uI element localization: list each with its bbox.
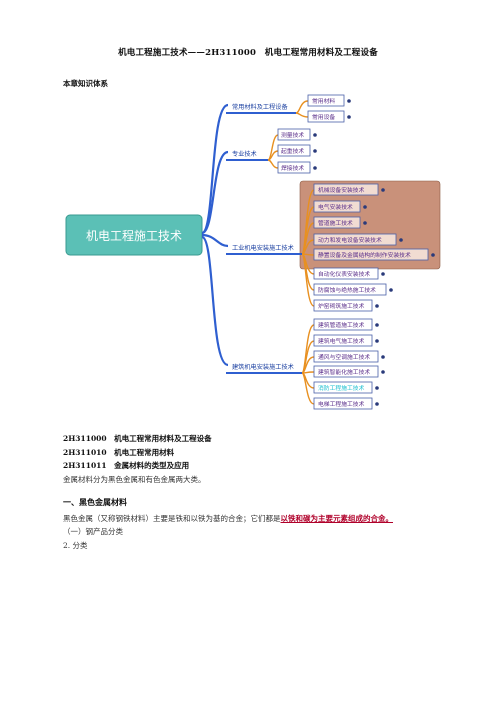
svg-text:电梯工程施工技术: 电梯工程施工技术 — [318, 400, 365, 408]
knowledge-system-label: 本章知识体系 — [63, 79, 108, 88]
child-connectors — [267, 100, 315, 405]
root-connectors — [200, 103, 229, 367]
branch-label-materials: 常用材料及工程设备 — [232, 103, 288, 111]
expand-dot-icon — [313, 166, 317, 170]
intro-text: 金属材料分为黑色金属和有色金属两大类。 — [63, 474, 206, 484]
expand-dot-icon — [363, 205, 367, 209]
child-node-materials: 常用材料 常用设备 — [307, 94, 345, 123]
expand-dot-icon — [381, 272, 385, 276]
heading-2h311011: 2H311011 金属材料的类型及应用 — [63, 461, 190, 470]
expand-dot-icon — [381, 355, 385, 359]
child-node-professional: 测量技术 起重技术 焊接技术 — [277, 128, 311, 174]
svg-text:防腐蚀与绝热施工技术: 防腐蚀与绝热施工技术 — [318, 286, 376, 294]
expand-dot-icon — [381, 188, 385, 192]
child-node-building: 建筑管道施工技术 建筑电气施工技术 通风与空调施工技术 建筑智能化施工技术 消防… — [313, 318, 379, 410]
expand-dot-icon — [389, 288, 393, 292]
ferrous-paragraph-text: 黑色金属（又称钢铁材料）主要是铁和以铁为基的合金；它们都是 — [63, 514, 281, 523]
expand-dot-icon — [347, 115, 351, 119]
expand-dot-icons — [313, 99, 435, 406]
expand-dot-icon — [399, 238, 403, 242]
ferrous-paragraph-highlight: 以铁和碳为主要元素组成的合金。 — [280, 514, 394, 523]
svg-text:建筑智能化施工技术: 建筑智能化施工技术 — [318, 368, 370, 376]
svg-text:管道施工技术: 管道施工技术 — [318, 219, 353, 227]
svg-text:动力和发电设备安装技术: 动力和发电设备安装技术 — [318, 236, 382, 244]
ferrous-paragraph: 黑色金属（又称钢铁材料）主要是铁和以铁为基的合金；它们都是以铁和碳为主要元素组成… — [63, 512, 463, 525]
expand-dot-icon — [375, 339, 379, 343]
svg-text:静置设备及金属结构的制作安装技术: 静置设备及金属结构的制作安装技术 — [318, 251, 411, 259]
expand-dot-icon — [375, 304, 379, 308]
branch-label-industrial: 工业机电安装施工技术 — [232, 244, 294, 252]
svg-text:建筑电气施工技术: 建筑电气施工技术 — [318, 337, 365, 345]
svg-text:自动化仪表安装技术: 自动化仪表安装技术 — [318, 270, 370, 278]
expand-dot-icon — [431, 253, 435, 257]
svg-text:建筑管道施工技术: 建筑管道施工技术 — [318, 321, 365, 329]
expand-dot-icon — [313, 133, 317, 137]
svg-text:焊接技术: 焊接技术 — [281, 164, 304, 172]
branch-label-professional: 专业技术 — [232, 150, 257, 158]
svg-text:起重技术: 起重技术 — [281, 147, 304, 155]
expand-dot-icon — [375, 402, 379, 406]
svg-text:测量技术: 测量技术 — [281, 131, 304, 139]
section-ferrous-metals: 一、黑色金属材料 — [63, 497, 127, 507]
svg-text:常用设备: 常用设备 — [312, 113, 335, 121]
svg-text:机械设备安装技术: 机械设备安装技术 — [318, 186, 365, 194]
subsection-steel-classification: （一）钢产品分类 — [63, 527, 123, 536]
subsection-classification: 2. 分类 — [63, 541, 88, 550]
expand-dot-icon — [375, 386, 379, 390]
svg-text:通风与空调施工技术: 通风与空调施工技术 — [318, 353, 370, 361]
expand-dot-icon — [375, 323, 379, 327]
branch-label-building: 建筑机电安装施工技术 — [232, 363, 294, 371]
root-label: 机电工程施工技术 — [86, 228, 182, 243]
document-title: 机电工程施工技术——2H311000 机电工程常用材料及工程设备 — [118, 48, 378, 58]
expand-dot-icon — [313, 149, 317, 153]
mindmap-diagram: 机电工程施工技术 常用材料及工程设备 专业技术 工业机电安装施工技术 建筑机电安… — [65, 94, 441, 410]
expand-dot-icon — [347, 99, 351, 103]
svg-text:电气安装技术: 电气安装技术 — [318, 203, 353, 211]
section-headings: 2H311000 机电工程常用材料及工程设备 2H311010 机电工程常用材料… — [63, 432, 212, 486]
child-node-industrial: 机械设备安装技术 电气安装技术 管道施工技术 动力和发电设备安装技术 静置设备及… — [313, 183, 429, 312]
expand-dot-icon — [381, 370, 385, 374]
heading-2h311000: 2H311000 机电工程常用材料及工程设备 — [63, 434, 212, 443]
branch-underlines — [226, 112, 302, 374]
svg-text:常用材料: 常用材料 — [312, 97, 335, 105]
svg-text:消防工程施工技术: 消防工程施工技术 — [318, 384, 365, 392]
heading-2h311010: 2H311010 机电工程常用材料 — [63, 447, 175, 457]
expand-dot-icon — [363, 221, 367, 225]
svg-text:炉窑砌筑施工技术: 炉窑砌筑施工技术 — [318, 302, 365, 310]
